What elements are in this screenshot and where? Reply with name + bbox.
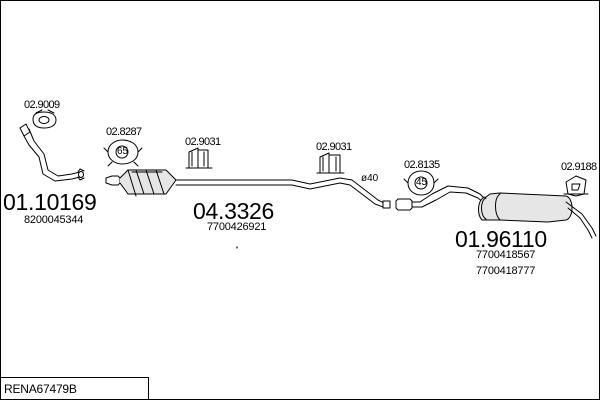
oem-number: 7700426921 <box>207 221 267 233</box>
fitting-number: 02.8287 <box>106 126 142 138</box>
oem-number: 8200045344 <box>24 214 84 226</box>
fitting-number: 02.9031 <box>185 136 221 148</box>
fitting-number: 02.9031 <box>316 141 352 153</box>
fitting-badge: 45 <box>416 177 428 188</box>
oem-number: 7700418567 <box>476 249 536 261</box>
fitting-number: 02.9188 <box>561 161 597 173</box>
section-number: 01.96110 <box>455 226 547 252</box>
fitting-badge: 65 <box>117 146 129 157</box>
oem-number: 7700418777 <box>476 265 536 277</box>
ring-02-8135 <box>403 170 439 196</box>
section-number: 04.3326 <box>193 198 275 224</box>
hanger-02-9009 <box>32 109 57 129</box>
rubber-mount-2 <box>316 152 345 174</box>
rear-pipe <box>395 185 487 211</box>
intermediate-pipe <box>175 177 391 209</box>
hanger-02-9188 <box>563 175 589 197</box>
catalytic-converter <box>105 169 177 197</box>
fitting-number: 02.9009 <box>24 99 60 111</box>
rubber-mount-1 <box>185 147 213 169</box>
ring-02-8287 <box>103 139 143 167</box>
reference-box: RENA67479B <box>0 377 149 399</box>
rear-silencer <box>478 192 597 239</box>
front-pipe <box>19 123 85 182</box>
reference-number: RENA67479B <box>4 382 77 396</box>
fitting-number: 02.8135 <box>404 159 440 171</box>
pipe-diameter-label: ø40 <box>361 173 379 184</box>
section-number: 01.10169 <box>3 189 97 215</box>
